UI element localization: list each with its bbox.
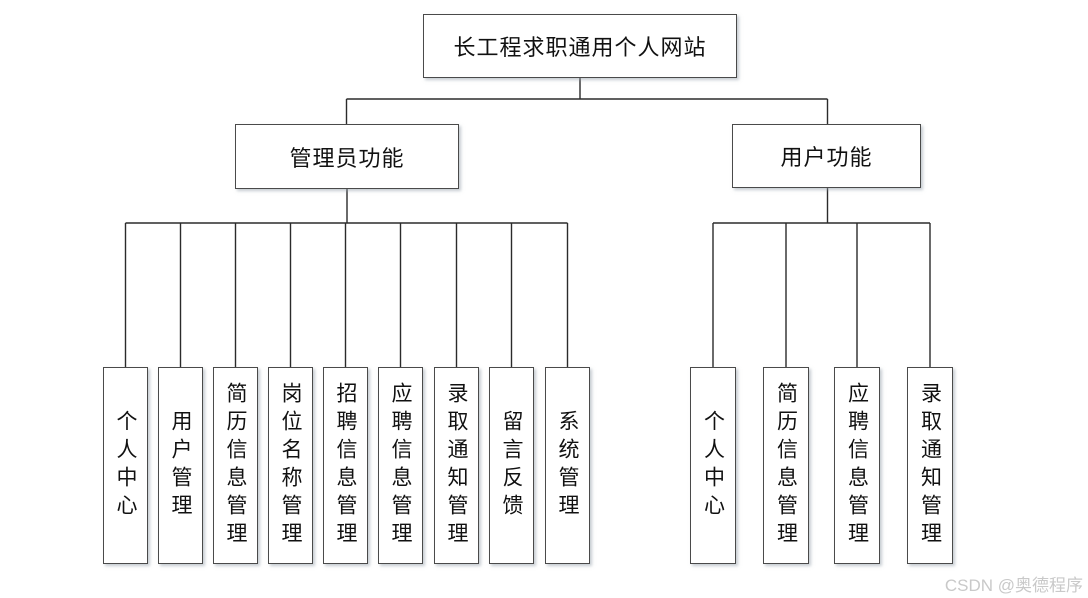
node-admin-child-admission-notice: 录取通知管理 [434, 367, 479, 564]
node-admin-child-system-management: 系统管理 [545, 367, 590, 564]
connector-user-fan [712, 188, 931, 368]
node-root-label: 长工程求职通用个人网站 [453, 35, 707, 60]
node-user: 用户功能 [732, 124, 921, 188]
node-admin-child-recruitment-info: 招聘信息管理 [323, 367, 368, 564]
node-user-child-personal-center: 个人中心 [690, 367, 736, 564]
node-user-child-application-info: 应聘信息管理 [834, 367, 880, 564]
connector-admin-fan [124, 189, 569, 368]
watermark: CSDN @奥德程序 [944, 576, 1083, 595]
node-admin-child-resume-info: 简历信息管理 [213, 367, 258, 564]
node-admin-child-user-management: 用户管理 [158, 367, 203, 564]
node-admin-child-personal-center: 个人中心 [103, 367, 148, 564]
node-user-child-admission-notice: 录取通知管理 [907, 367, 953, 564]
node-root: 长工程求职通用个人网站 [423, 14, 737, 78]
node-admin-label: 管理员功能 [289, 145, 405, 171]
node-user-child-resume-info: 简历信息管理 [763, 367, 809, 564]
connector-root-bus [345, 78, 829, 124]
node-admin-child-position-name: 岗位名称管理 [268, 367, 313, 564]
node-admin-child-message-feedback: 留言反馈 [489, 367, 534, 564]
node-admin-child-application-info: 应聘信息管理 [378, 367, 423, 564]
node-user-label: 用户功能 [780, 145, 873, 170]
node-admin: 管理员功能 [235, 124, 459, 189]
